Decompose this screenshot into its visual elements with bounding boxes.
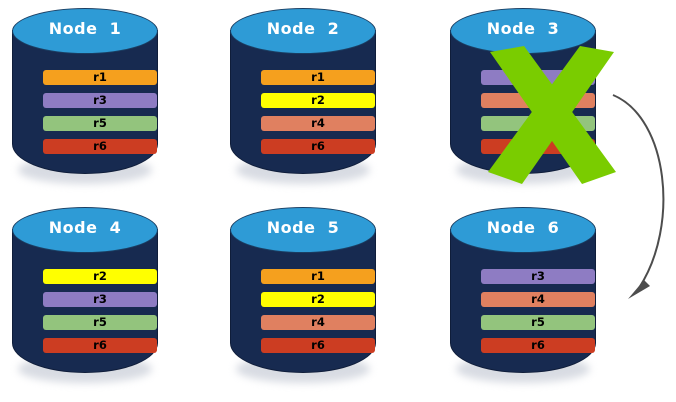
node-title: Node 2 bbox=[266, 19, 340, 38]
replica-bar[interactable]: r4 bbox=[261, 315, 375, 330]
replica-bar[interactable]: r2 bbox=[261, 292, 375, 307]
replica-bar[interactable]: r2 bbox=[43, 269, 157, 284]
replica-bar[interactable]: r5 bbox=[481, 315, 595, 330]
cylinder-top-ellipse bbox=[230, 207, 376, 253]
replica-bar[interactable]: r3 bbox=[481, 70, 595, 85]
node-title: Node 6 bbox=[486, 218, 560, 237]
node-title: Node 4 bbox=[48, 218, 122, 237]
replica-bar[interactable]: r2 bbox=[261, 93, 375, 108]
cylinder-top-ellipse bbox=[230, 8, 376, 54]
replica-bar[interactable]: r4 bbox=[261, 116, 375, 131]
replica-bar[interactable]: r5 bbox=[43, 315, 157, 330]
replica-bar[interactable]: r1 bbox=[261, 70, 375, 85]
node-title: Node 5 bbox=[266, 218, 340, 237]
replica-bar[interactable]: r3 bbox=[481, 269, 595, 284]
replica-bar[interactable]: r6 bbox=[481, 139, 595, 154]
replica-bar[interactable]: r4 bbox=[481, 93, 595, 108]
replica-list: r1 r3 r5 r6 bbox=[43, 70, 157, 154]
replica-bar[interactable]: r3 bbox=[43, 93, 157, 108]
replica-bar[interactable]: r1 bbox=[261, 269, 375, 284]
replica-list: r3 r4 r5 r6 bbox=[481, 269, 595, 353]
replica-bar[interactable]: r5 bbox=[481, 116, 595, 131]
node-cylinder-1[interactable]: Node 1 r1 r3 r5 r6 bbox=[12, 8, 158, 186]
node-cylinder-6[interactable]: Node 6 r3 r4 r5 r6 bbox=[450, 207, 596, 385]
replica-list: r1 r2 r4 r6 bbox=[261, 70, 375, 154]
node-cylinder-3[interactable]: Node 3 r3 r4 r5 r6 bbox=[450, 8, 596, 186]
node-title: Node 3 bbox=[486, 19, 560, 38]
replica-bar[interactable]: r6 bbox=[481, 338, 595, 353]
replica-bar[interactable]: r3 bbox=[43, 292, 157, 307]
replica-bar[interactable]: r5 bbox=[43, 116, 157, 131]
node-cylinder-2[interactable]: Node 2 r1 r2 r4 r6 bbox=[230, 8, 376, 186]
replica-bar[interactable]: r6 bbox=[261, 338, 375, 353]
replica-bar[interactable]: r1 bbox=[43, 70, 157, 85]
replica-bar[interactable]: r6 bbox=[261, 139, 375, 154]
cylinder-top-ellipse bbox=[12, 207, 158, 253]
replica-list: r3 r4 r5 r6 bbox=[481, 70, 595, 154]
replica-bar[interactable]: r4 bbox=[481, 292, 595, 307]
cylinder-top-ellipse bbox=[12, 8, 158, 54]
replica-list: r1 r2 r4 r6 bbox=[261, 269, 375, 353]
replica-bar[interactable]: r6 bbox=[43, 338, 157, 353]
cylinder-top-ellipse bbox=[450, 207, 596, 253]
node-cylinder-4[interactable]: Node 4 r2 r3 r5 r6 bbox=[12, 207, 158, 385]
replica-bar[interactable]: r6 bbox=[43, 139, 157, 154]
node-title: Node 1 bbox=[48, 19, 122, 38]
replica-list: r2 r3 r5 r6 bbox=[43, 269, 157, 353]
node-cylinder-5[interactable]: Node 5 r1 r2 r4 r6 bbox=[230, 207, 376, 385]
